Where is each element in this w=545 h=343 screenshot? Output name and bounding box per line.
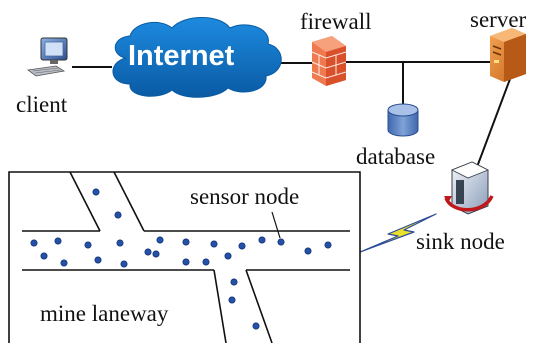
sensor-node-dot xyxy=(144,248,152,256)
sensor-node-dot xyxy=(94,256,102,264)
sensor-node-dot xyxy=(114,211,122,219)
firewall-icon xyxy=(311,36,347,86)
sensor-node-dot xyxy=(277,238,285,246)
firewall-label: firewall xyxy=(300,9,372,34)
sensor-node-dot xyxy=(182,238,190,246)
sensor-node-dot xyxy=(202,258,210,266)
computer-icon xyxy=(26,37,68,77)
server-icon xyxy=(490,28,526,82)
sensor-node-dot xyxy=(238,242,246,250)
laneway-wall xyxy=(113,171,145,232)
sensor-node-dot xyxy=(252,322,260,330)
sensor-node-dot xyxy=(156,236,164,244)
sensor-node-dot xyxy=(116,239,124,247)
sensor-nodes xyxy=(30,188,332,330)
sensor-node-dot xyxy=(120,260,128,268)
sensor-node-dot xyxy=(84,241,92,249)
sensor-node-dot xyxy=(210,240,218,248)
sensor-node-dot xyxy=(54,237,62,245)
sensor-node-dot xyxy=(152,250,160,258)
mine-area-border xyxy=(8,171,361,343)
database-label: database xyxy=(356,144,436,169)
client-label: client xyxy=(16,92,68,117)
sensor-label-leader xyxy=(271,211,281,239)
sink-node-icon xyxy=(444,161,494,215)
sensor-node-dot xyxy=(40,252,48,260)
mine-area xyxy=(8,171,361,343)
sensor-node-dot xyxy=(224,252,232,260)
sensor-node-dot xyxy=(92,188,100,196)
internet-label: Internet xyxy=(128,40,235,72)
database-icon xyxy=(387,103,419,137)
sensor-node-dot xyxy=(30,239,38,247)
server-label: server xyxy=(470,7,527,32)
cloud-icon xyxy=(112,17,282,98)
laneway-wall xyxy=(213,269,227,343)
sensor-node-dot xyxy=(60,259,68,267)
sensor-node-dot xyxy=(304,247,312,255)
sink-node-label: sink node xyxy=(416,229,505,254)
sensor-node-dot xyxy=(324,241,332,249)
sensor-node-label: sensor node xyxy=(190,184,300,209)
sensor-node-dot xyxy=(182,258,190,266)
laneway-wall xyxy=(245,269,273,343)
laneway-wall xyxy=(69,171,101,232)
sensor-node-dot xyxy=(230,278,238,286)
sensor-node-dot xyxy=(228,296,236,304)
sensor-node-dot xyxy=(258,236,266,244)
link-server-sink xyxy=(473,78,511,176)
mine-laneway-label: mine laneway xyxy=(40,301,169,326)
